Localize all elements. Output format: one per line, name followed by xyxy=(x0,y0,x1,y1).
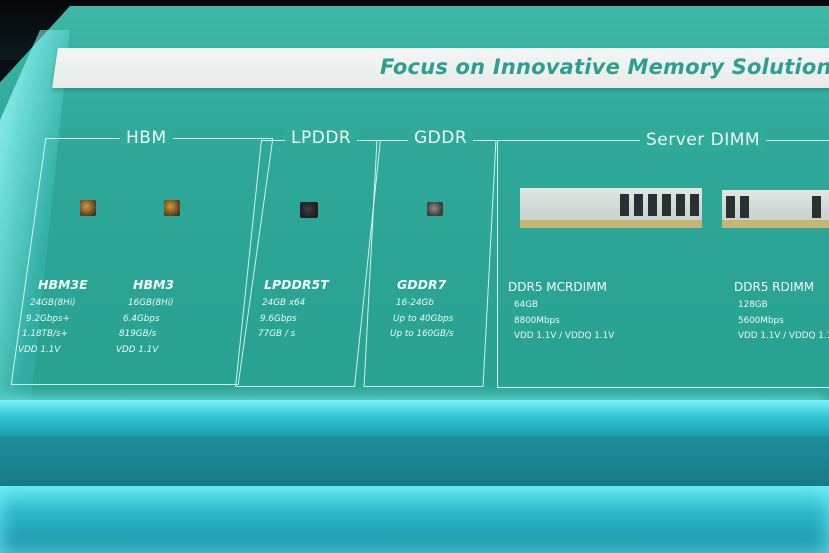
hbm3-spec-bandwidth: 819GB/s xyxy=(119,329,157,339)
lpddr5t-name: LPDDR5T xyxy=(264,277,329,292)
ddr5-rdimm-module-image xyxy=(722,190,829,228)
gddr-section-box xyxy=(363,140,497,387)
gddr7-spec-speed: Up to 40Gbps xyxy=(393,313,454,324)
lpddr5t-specs: 24GB x64 9.6Gbps 77GB / s xyxy=(258,296,305,343)
server-dimm-section-box xyxy=(497,140,829,388)
ddr5-rdimm-spec-voltage: VDD 1.1V / VDDQ 1.1V xyxy=(738,331,829,341)
hbm3-spec-voltage: VDD 1.1V xyxy=(116,344,159,355)
gddr7-spec-bandwidth: Up to 160GB/s xyxy=(390,329,454,339)
ddr5-mcrdimm-name: DDR5 MCRDIMM xyxy=(508,280,607,294)
lpddr-section-title: LPDDR xyxy=(285,128,358,148)
ddr5-mcrdimm-spec-capacity: 64GB xyxy=(514,300,539,310)
banner-title: Focus on Innovative Memory Solution xyxy=(380,55,829,79)
gddr-section-title: GDDR xyxy=(408,128,474,148)
hbm3-spec-capacity: 16GB(8Hi) xyxy=(128,298,174,308)
hbm3e-spec-voltage: VDD 1.1V xyxy=(18,344,61,355)
hbm-section-title: HBM xyxy=(120,128,173,148)
ddr5-mcrdimm-spec-speed: 8800Mbps xyxy=(514,315,560,326)
ddr5-rdimm-specs: 128GB 5600Mbps VDD 1.1V / VDDQ 1.1V xyxy=(738,298,829,345)
gddr7-spec-density: 16-24Gb xyxy=(396,298,434,308)
gddr7-chip-image xyxy=(427,202,443,216)
hbm3-name: HBM3 xyxy=(133,277,175,292)
lpddr5t-chip-image xyxy=(300,202,318,218)
hbm3-spec-speed: 6.4Gbps xyxy=(123,313,160,324)
hbm3-chip-image xyxy=(164,200,180,216)
display-ledge-glow xyxy=(0,400,829,436)
ddr5-rdimm-spec-speed: 5600Mbps xyxy=(738,315,784,326)
hbm3e-spec-capacity: 24GB(8Hi) xyxy=(30,298,76,308)
ddr5-mcrdimm-specs: 64GB 8800Mbps VDD 1.1V / VDDQ 1.1V xyxy=(514,298,614,345)
ddr5-rdimm-name: DDR5 RDIMM xyxy=(734,280,815,294)
hbm3-specs: 16GB(8Hi) 6.4Gbps 819GB/s VDD 1.1V xyxy=(116,296,174,358)
hbm3e-name: HBM3E xyxy=(38,277,88,292)
display-base-glow xyxy=(0,486,829,553)
ddr5-rdimm-spec-capacity: 128GB xyxy=(738,300,768,310)
gddr7-name: GDDR7 xyxy=(397,277,447,292)
hbm3e-spec-bandwidth: 1.18TB/s+ xyxy=(22,329,68,339)
hbm3e-specs: 24GB(8Hi) 9.2Gbps+ 1.18TB/s+ VDD 1.1V xyxy=(18,296,76,358)
hbm3e-chip-image xyxy=(80,200,96,216)
lpddr5t-spec-speed: 9.6Gbps xyxy=(260,313,297,324)
ddr5-mcrdimm-module-image xyxy=(520,188,702,228)
lpddr5t-spec-capacity: 24GB x64 xyxy=(262,298,306,308)
gddr7-specs: 16-24Gb Up to 40Gbps Up to 160GB/s xyxy=(390,296,454,343)
lpddr5t-spec-bandwidth: 77GB / s xyxy=(258,329,296,339)
hbm3e-spec-speed: 9.2Gbps+ xyxy=(26,313,70,324)
ddr5-mcrdimm-spec-voltage: VDD 1.1V / VDDQ 1.1V xyxy=(514,331,615,341)
display-ledge-face xyxy=(0,436,829,486)
server-dimm-section-title: Server DIMM xyxy=(640,130,767,150)
